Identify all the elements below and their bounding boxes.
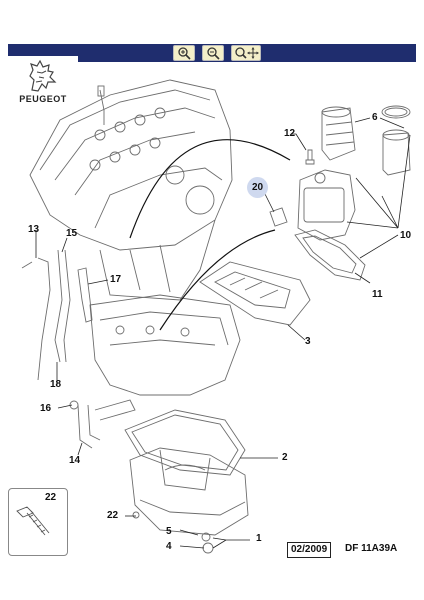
o-ring-drawing	[381, 105, 411, 119]
callout-22: 22	[107, 510, 119, 521]
brand-name: PEUGEOT	[19, 94, 67, 104]
filter-element-drawing	[382, 132, 411, 176]
inset-part-22: 22	[8, 488, 68, 556]
callout-2: 2	[282, 452, 288, 463]
peugeot-lion-icon	[29, 59, 57, 92]
diagram-reference: DF 11A39A	[345, 543, 398, 554]
revision-date: 02/2009	[287, 542, 332, 558]
inset-callout-22: 22	[45, 492, 57, 503]
cylinder-head-drawing	[29, 79, 233, 251]
baffle-plate-drawing	[199, 261, 311, 326]
zoom-in-button[interactable]	[173, 45, 195, 61]
zoom-in-icon	[178, 47, 191, 60]
callout-17: 17	[110, 274, 122, 285]
oil-pan-drawing	[129, 447, 249, 536]
filter-housing-gasket-drawing	[294, 229, 366, 281]
bolt-icon	[16, 506, 50, 536]
dipstick-drawing	[37, 257, 51, 381]
callout-16: 16	[40, 403, 52, 414]
oil-filter-housing-drawing	[297, 169, 356, 241]
oil-level-sensor-drawing	[77, 267, 93, 323]
zoom-out-icon	[207, 47, 220, 60]
bracket-20-drawing	[269, 207, 288, 227]
callout-4: 4	[166, 541, 172, 552]
zoom-out-button[interactable]	[202, 45, 224, 61]
bolt-12-drawing	[305, 149, 315, 165]
callout-3: 3	[305, 336, 311, 347]
callout-12: 12	[284, 128, 296, 139]
callout-5: 5	[166, 526, 172, 537]
callout-10: 10	[400, 230, 412, 241]
callout-1: 1	[256, 533, 262, 544]
callout-11: 11	[372, 289, 383, 300]
callout-15: 15	[66, 228, 78, 239]
zoom-move-icon	[235, 47, 259, 59]
callout-13: 13	[28, 224, 40, 235]
highlight-marker	[247, 177, 268, 198]
zoom-move-button[interactable]	[231, 45, 261, 61]
oil-return-pipe-drawing	[77, 404, 101, 449]
brand-logo: PEUGEOT	[8, 56, 78, 108]
callout-6: 6	[372, 112, 378, 123]
callout-18: 18	[50, 379, 62, 390]
lower-crankcase-drawing	[89, 294, 241, 396]
oil-pan-gasket-drawing	[124, 409, 246, 476]
callout-20: 20	[252, 182, 264, 193]
dipstick-tube-drawing	[54, 249, 63, 363]
callout-14: 14	[69, 455, 81, 466]
